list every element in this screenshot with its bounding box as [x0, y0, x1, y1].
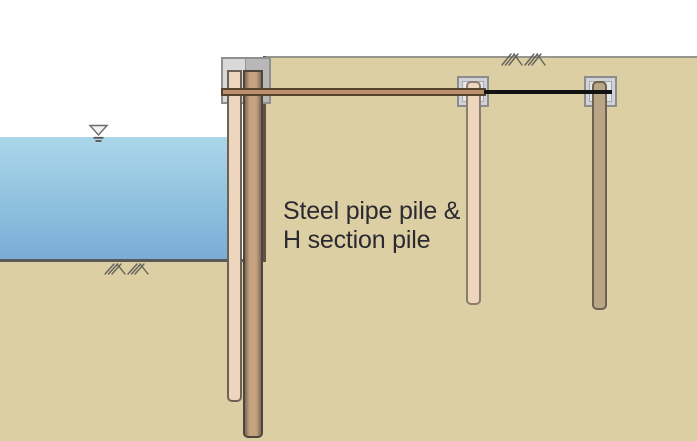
diagram-caption: Steel pipe pile & H section pile [283, 197, 460, 255]
seabed-soil [0, 259, 266, 441]
anchor-pile-right [592, 81, 607, 310]
retained-soil [265, 56, 697, 441]
caption-line-1: Steel pipe pile & [283, 197, 461, 225]
water-region [0, 137, 229, 261]
steel-pipe-pile [227, 70, 242, 402]
anchor-pile-middle [466, 81, 481, 305]
caption-line-2: H section pile [283, 226, 431, 254]
tie-rod [484, 90, 612, 94]
seabed-hatch-icon [104, 261, 151, 282]
ground-hatch-icon [501, 51, 548, 73]
h-section-pile [243, 70, 263, 438]
soil-edge-line [263, 56, 266, 262]
water-level-icon [88, 124, 111, 149]
waler-beam [221, 88, 486, 96]
